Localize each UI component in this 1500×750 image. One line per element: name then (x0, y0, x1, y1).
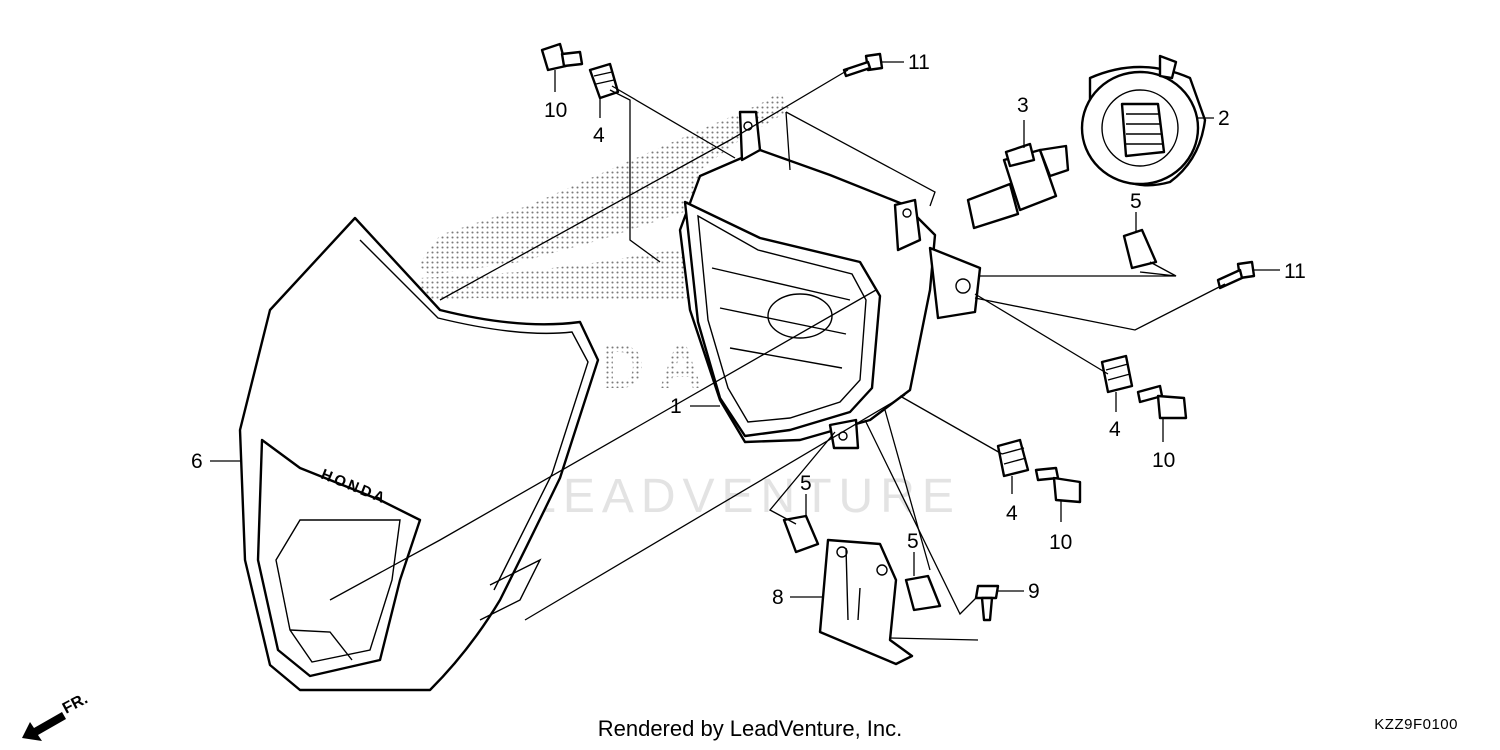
screw-11-right[interactable] (1216, 260, 1256, 290)
callout-2: 2 (1218, 107, 1230, 130)
callout-3: 3 (1017, 94, 1029, 117)
bolt-10-right[interactable] (1136, 384, 1188, 420)
screw-part-9[interactable] (974, 584, 1000, 622)
callout-4-right: 4 (1109, 418, 1121, 441)
bracket-part-8[interactable] (818, 538, 914, 666)
callout-8: 8 (772, 586, 784, 609)
watermark: LEADVENTURE (529, 470, 961, 523)
callout-6: 6 (191, 450, 203, 473)
grommet-4-mid[interactable] (996, 438, 1030, 478)
screw-11-top[interactable] (842, 52, 884, 78)
collar-5-left[interactable] (782, 514, 820, 554)
grommet-4-top[interactable] (588, 62, 620, 100)
callout-10-mid: 10 (1049, 531, 1072, 554)
headlight-unit-part-1[interactable] (678, 110, 982, 450)
callout-9: 9 (1028, 580, 1040, 603)
callout-5-bottom: 5 (907, 530, 919, 553)
callout-10-top: 10 (544, 99, 567, 122)
callout-5-right: 5 (1130, 190, 1142, 213)
footer-credit: Rendered by LeadVenture, Inc. (597, 716, 903, 741)
front-label: FR. (60, 690, 91, 717)
headlight-visor-part-6[interactable]: HONDA (238, 216, 600, 692)
bulb-part-3[interactable] (966, 142, 1070, 230)
collar-5-bottom[interactable] (904, 574, 942, 612)
front-arrow-icon (22, 712, 66, 741)
reference-lines (329, 69, 1226, 641)
callout-4-top: 4 (593, 124, 605, 147)
callout-11-top: 11 (908, 51, 930, 74)
grommet-4-right[interactable] (1100, 354, 1134, 394)
callout-5-left: 5 (800, 472, 812, 495)
bolt-10-top[interactable] (540, 42, 584, 72)
bolt-10-mid[interactable] (1034, 466, 1082, 504)
callout-10-right: 10 (1152, 449, 1175, 472)
bulb-cover-part-2[interactable] (1080, 54, 1207, 187)
callout-11-right: 11 (1284, 260, 1306, 283)
diagram-code: KZZ9F0100 (1374, 716, 1458, 733)
callout-labels: 1 2 3 4 4 4 5 5 5 6 8 9 10 10 10 11 11 (191, 51, 1306, 609)
callout-4-mid: 4 (1006, 502, 1018, 525)
callout-1: 1 (670, 395, 682, 418)
